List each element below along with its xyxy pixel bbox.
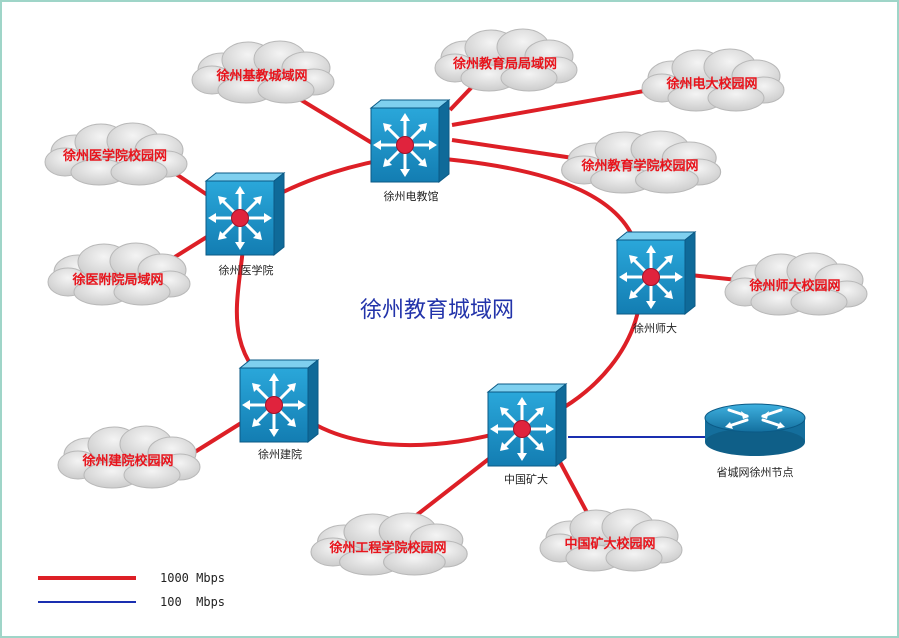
switch-icon [369, 98, 451, 184]
link-kuangda [558, 461, 592, 519]
legend-label-1000: 1000 Mbps [160, 571, 225, 585]
switch-kuangda[interactable]: 中国矿大 [486, 382, 568, 486]
router-icon [704, 403, 806, 456]
switch-yixueyuan[interactable]: 徐州医学院 [204, 171, 286, 277]
router-provincial-node[interactable]: 省城网徐州节点 [704, 403, 806, 479]
switch-label: 徐州电教馆 [384, 189, 439, 203]
cloud-label-jiaoyuxueyuan: 徐州教育学院校园网 [580, 158, 698, 174]
switch-icon [238, 358, 320, 444]
cloud-jijiao: 徐州基教城域网 [191, 40, 335, 104]
diagram-title: 徐州教育城域网 [360, 298, 514, 323]
link-yifuyuan [168, 233, 212, 262]
switch-label: 徐州师大 [633, 321, 677, 335]
switch-label: 中国矿大 [504, 472, 548, 486]
cloud-label: 徐州教育局局域网 [452, 56, 557, 72]
legend: 1000 Mbps 100 Mbps [38, 571, 225, 609]
cloud-shida: 徐州师大校园网 [724, 252, 868, 316]
cloud-yixueyuan: 徐州医学院校园网 [44, 122, 188, 186]
cloud-label: 中国矿大校园网 [564, 536, 655, 552]
switch-dianjiaoguan[interactable]: 徐州电教馆 [369, 98, 451, 203]
cloud-label: 徐州电大校园网 [665, 76, 757, 92]
cloud-label-gongcheng: 徐州工程学院校园网 [328, 540, 446, 556]
link-jianyuan [188, 418, 248, 457]
cloud-label: 徐州建院校园网 [81, 453, 173, 469]
cloud-jianyuan: 徐州建院校园网 [57, 425, 201, 489]
router-label: 省城网徐州节点 [717, 465, 794, 479]
cloud-kuangda: 中国矿大校园网 [539, 508, 683, 572]
link-shida [689, 273, 739, 282]
switch-jianyuan[interactable]: 徐州建院 [238, 358, 320, 461]
cloud-label: 徐州师大校园网 [748, 278, 840, 294]
switch-label: 徐州建院 [258, 447, 302, 461]
legend-label-100: 100 Mbps [160, 595, 225, 609]
switch-icon [204, 171, 286, 257]
cloud-label: 徐医附院局域网 [71, 272, 163, 288]
cloud-yifuyuan: 徐医附院局域网 [47, 242, 191, 306]
switch-label: 徐州医学院 [219, 263, 274, 277]
cloud-label: 徐州医学院校园网 [62, 148, 167, 164]
switch-shida[interactable]: 徐州师大 [615, 230, 697, 335]
link-dianda [451, 88, 651, 127]
cloud-dianda: 徐州电大校园网 [641, 48, 785, 112]
switch-icon [615, 230, 697, 316]
cloud-label: 徐州基教城域网 [215, 68, 307, 84]
cloud-jiaoyuju: 徐州教育局局域网 [434, 28, 578, 92]
switch-icon [486, 382, 568, 468]
